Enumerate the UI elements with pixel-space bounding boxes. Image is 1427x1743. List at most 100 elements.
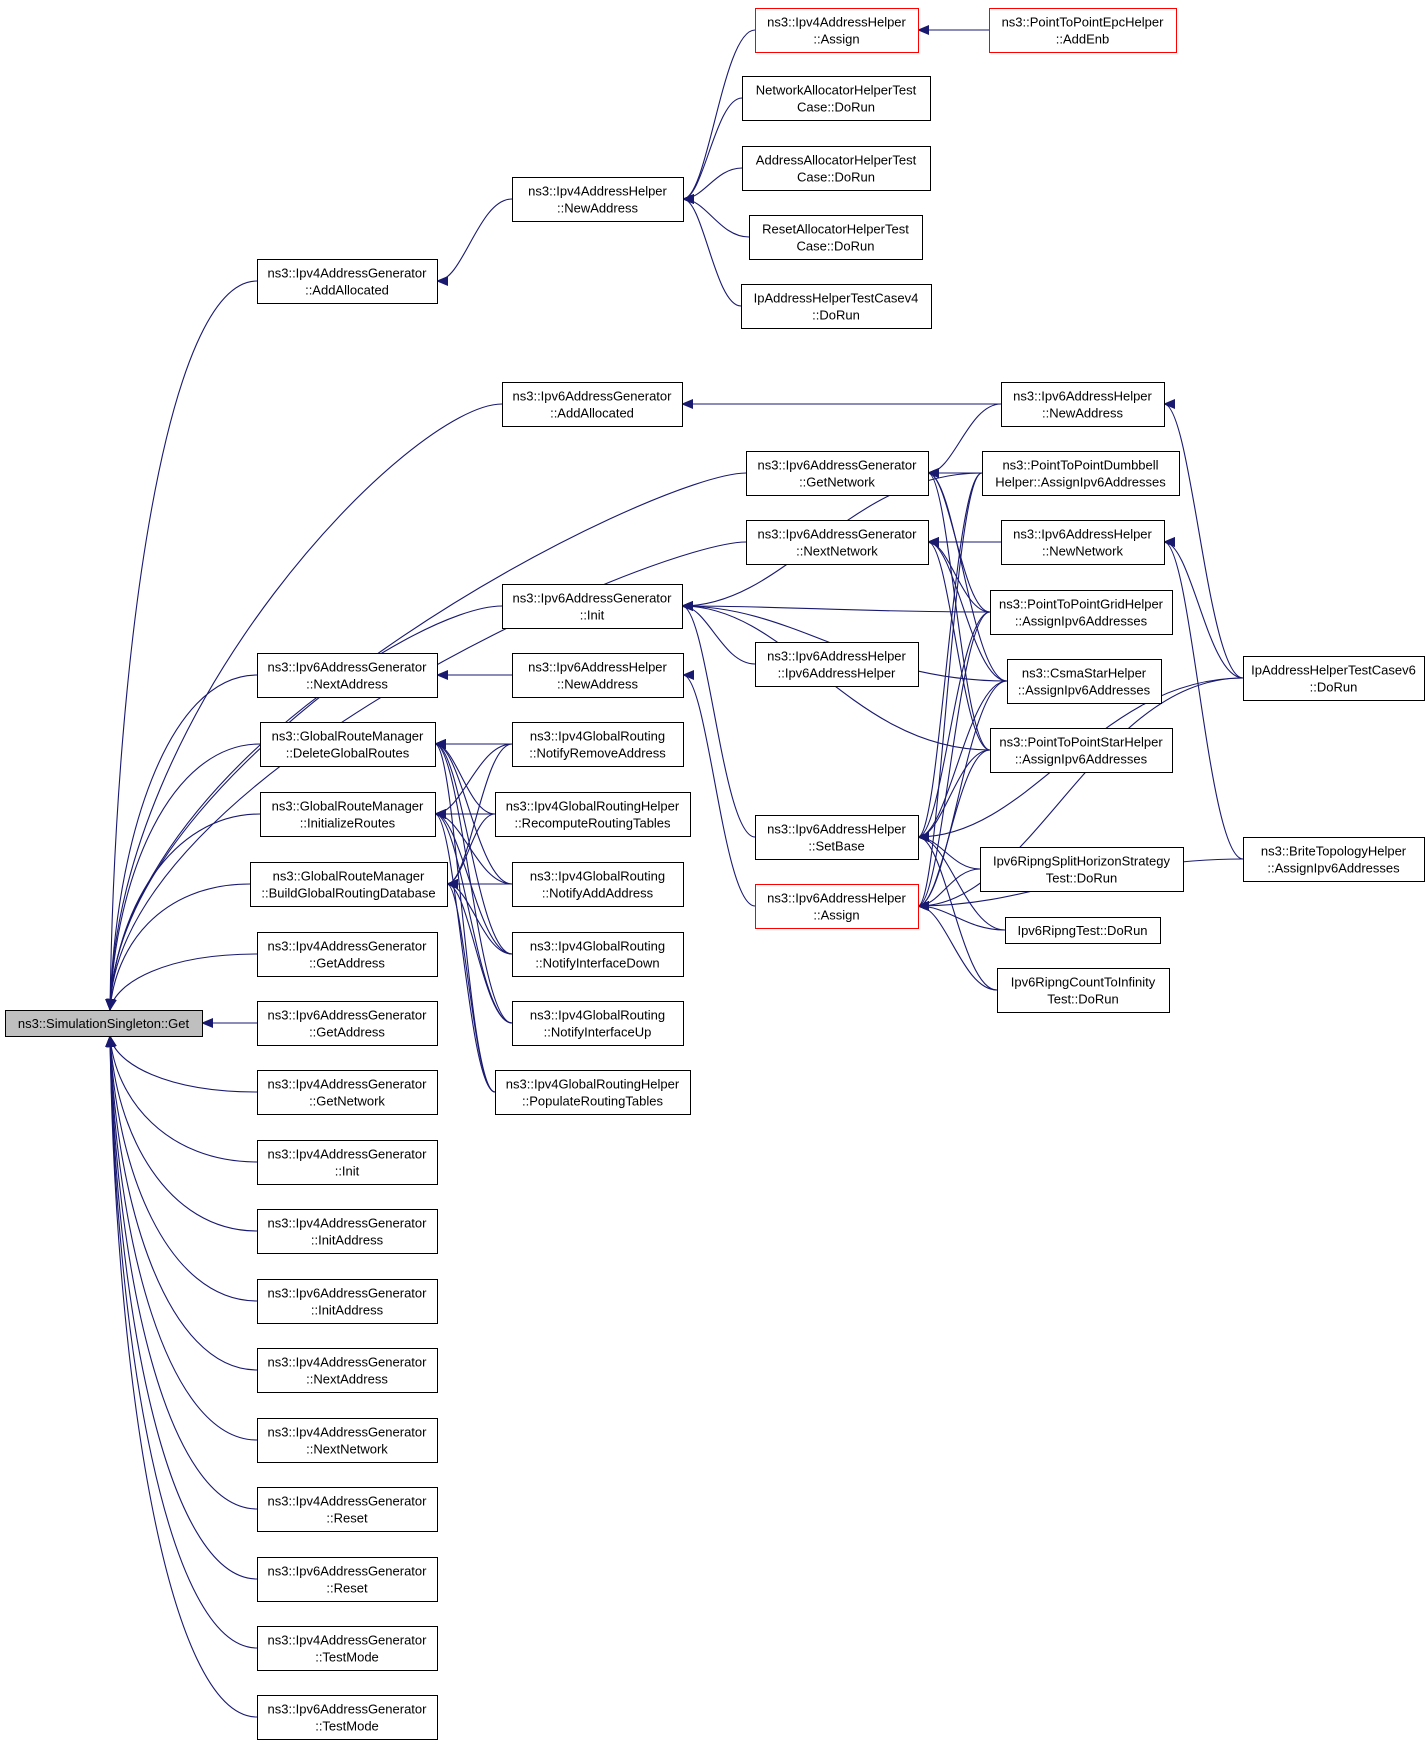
node-v4gr-ifdown[interactable]: ns3::Ipv4GlobalRouting::NotifyInterfaceD…	[512, 932, 684, 977]
node-label-line: ::NewNetwork	[1042, 544, 1123, 559]
node-box	[989, 8, 1177, 53]
node-ipaddr-v4[interactable]: IpAddressHelperTestCasev4::DoRun	[741, 284, 932, 329]
node-label-line: ::NextNetwork	[306, 1442, 388, 1457]
node-label-line: ns3::PointToPointDumbbell	[1002, 458, 1158, 473]
node-v4gen-getaddr[interactable]: ns3::Ipv4AddressGenerator::GetAddress	[257, 932, 438, 977]
node-v6helper-ctor[interactable]: ns3::Ipv6AddressHelper::Ipv6AddressHelpe…	[755, 642, 919, 687]
node-v6gen-testmode[interactable]: ns3::Ipv6AddressGenerator::TestMode	[257, 1695, 438, 1740]
node-csmastar[interactable]: ns3::CsmaStarHelper::AssignIpv6Addresses	[1007, 659, 1162, 704]
edge-v4gen-testmode-to-get	[105, 1035, 258, 1649]
node-v4grh-recompute[interactable]: ns3::Ipv4GlobalRoutingHelper::RecomputeR…	[495, 792, 691, 837]
node-label-line: ::InitializeRoutes	[300, 816, 396, 831]
node-ipaddr-v6[interactable]: IpAddressHelperTestCasev6::DoRun	[1243, 656, 1425, 701]
edge-p2pgrid-to-v6helper-assign	[917, 611, 991, 911]
edge-v6gen-addalloc-to-get	[105, 403, 503, 1011]
node-v4gr-notifyadd[interactable]: ns3::Ipv4GlobalRouting::NotifyAddAddress	[512, 862, 684, 907]
edge-v6gen-initaddr-to-get	[105, 1035, 258, 1302]
node-label-line: ns3::PointToPointEpcHelper	[1002, 15, 1165, 30]
node-p2pepc-addenb[interactable]: ns3::PointToPointEpcHelper::AddEnb	[989, 8, 1177, 53]
node-label-line: ns3::Ipv6AddressGenerator	[513, 591, 673, 606]
node-v6gen-addalloc[interactable]: ns3::Ipv6AddressGenerator::AddAllocated	[502, 382, 683, 427]
node-box	[1243, 656, 1425, 701]
node-v4gr-ifup[interactable]: ns3::Ipv4GlobalRouting::NotifyInterfaceU…	[512, 1001, 684, 1046]
node-v6helper-assign[interactable]: ns3::Ipv6AddressHelper::Assign	[755, 884, 919, 929]
node-v6helper-setbase[interactable]: ns3::Ipv6AddressHelper::SetBase	[755, 815, 919, 860]
edge-v4gen-reset-to-get	[105, 1035, 258, 1510]
node-v6gen-init[interactable]: ns3::Ipv6AddressGenerator::Init	[502, 584, 683, 629]
node-brite[interactable]: ns3::BriteTopologyHelper::AssignIpv6Addr…	[1243, 837, 1425, 882]
edge-v4gen-initaddr-to-get	[105, 1035, 258, 1232]
edge-p2pgrid-to-v6helper-setbase	[917, 611, 991, 842]
node-label-line: ::TestMode	[315, 1719, 379, 1734]
node-box	[1001, 382, 1165, 427]
node-v4gen-nextaddr[interactable]: ns3::Ipv4AddressGenerator::NextAddress	[257, 1348, 438, 1393]
node-v6gen-nextnet[interactable]: ns3::Ipv6AddressGenerator::NextNetwork	[746, 520, 929, 565]
node-grm-init[interactable]: ns3::GlobalRouteManager::InitializeRoute…	[260, 792, 436, 837]
node-v6helper-newaddr-mid[interactable]: ns3::Ipv6AddressHelper::NewAddress	[512, 653, 684, 698]
node-get[interactable]: ns3::SimulationSingleton::Get	[5, 1010, 203, 1037]
node-v4gen-reset[interactable]: ns3::Ipv4AddressGenerator::Reset	[257, 1487, 438, 1532]
node-box	[746, 520, 929, 565]
node-v4gen-init[interactable]: ns3::Ipv4AddressGenerator::Init	[257, 1140, 438, 1185]
node-p2pdumbbell[interactable]: ns3::PointToPointDumbbellHelper::AssignI…	[982, 451, 1180, 496]
node-v6gen-reset[interactable]: ns3::Ipv6AddressGenerator::Reset	[257, 1557, 438, 1602]
node-v6gen-nextaddr[interactable]: ns3::Ipv6AddressGenerator::NextAddress	[257, 653, 438, 698]
node-v4gen-addalloc[interactable]: ns3::Ipv4AddressGenerator::AddAllocated	[257, 259, 438, 304]
edge-v6gen-testmode-to-get	[105, 1035, 258, 1718]
edge-p2pdumbbell-to-v6helper-setbase	[917, 472, 983, 842]
node-label-line: ::TestMode	[315, 1650, 379, 1665]
node-v4gen-testmode[interactable]: ns3::Ipv4AddressGenerator::TestMode	[257, 1626, 438, 1671]
node-label-line: ns3::Ipv6AddressGenerator	[268, 1008, 428, 1023]
node-label-line: ns3::Ipv4GlobalRouting	[530, 1008, 665, 1023]
node-v4gen-initaddr[interactable]: ns3::Ipv4AddressGenerator::InitAddress	[257, 1209, 438, 1254]
node-v6gen-initaddr[interactable]: ns3::Ipv6AddressGenerator::InitAddress	[257, 1279, 438, 1324]
node-v6gen-getnet[interactable]: ns3::Ipv6AddressGenerator::GetNetwork	[746, 451, 929, 496]
node-p2pgrid[interactable]: ns3::PointToPointGridHelper::AssignIpv6A…	[990, 590, 1173, 635]
node-box	[257, 1557, 438, 1602]
node-label-line: ns3::Ipv4GlobalRouting	[530, 939, 665, 954]
node-box	[512, 932, 684, 977]
node-label-line: ns3::Ipv6AddressHelper	[1013, 389, 1152, 404]
node-label-line: ::NextNetwork	[796, 544, 878, 559]
node-label-line: Case::DoRun	[797, 170, 875, 185]
node-box	[257, 1695, 438, 1740]
node-v4helper-assign[interactable]: ns3::Ipv4AddressHelper::Assign	[755, 8, 919, 53]
node-v6gen-getaddr[interactable]: ns3::Ipv6AddressGenerator::GetAddress	[257, 1001, 438, 1046]
node-label-line: Ipv6RipngSplitHorizonStrategy	[993, 854, 1171, 869]
node-grm-delete[interactable]: ns3::GlobalRouteManager::DeleteGlobalRou…	[260, 722, 436, 767]
node-label-line: ::AssignIpv6Addresses	[1015, 752, 1148, 767]
node-v4gen-getnet[interactable]: ns3::Ipv4AddressGenerator::GetNetwork	[257, 1070, 438, 1115]
node-v4grh-populate[interactable]: ns3::Ipv4GlobalRoutingHelper::PopulateRo…	[495, 1070, 691, 1115]
node-v6helper-newnet[interactable]: ns3::Ipv6AddressHelper::NewNetwork	[1001, 520, 1165, 565]
node-box	[755, 8, 919, 53]
node-v4gr-notifyremove[interactable]: ns3::Ipv4GlobalRouting::NotifyRemoveAddr…	[512, 722, 684, 767]
node-label-line: ::InitAddress	[311, 1303, 384, 1318]
node-v6helper-newaddr[interactable]: ns3::Ipv6AddressHelper::NewAddress	[1001, 382, 1165, 427]
node-label-line: ::NewAddress	[557, 677, 638, 692]
edge-p2pdumbbell-to-v6helper-assign	[917, 472, 983, 911]
node-grm-build[interactable]: ns3::GlobalRouteManager::BuildGlobalRout…	[250, 862, 448, 907]
edge-ipaddr-v6-to-v6helper-newaddr	[1163, 399, 1244, 679]
node-box	[257, 259, 438, 304]
node-label-line: ::NotifyInterfaceDown	[535, 956, 659, 971]
edge-v6helper-assign-to-v6helper-newaddr-mid	[682, 670, 756, 907]
node-box	[512, 1001, 684, 1046]
node-v4helper-newaddr[interactable]: ns3::Ipv4AddressHelper::NewAddress	[512, 177, 684, 222]
node-label-line: ::SetBase	[808, 839, 864, 854]
edge-v4gr-ifup-to-grm-init	[434, 809, 513, 1024]
node-label-line: ::RecomputeRoutingTables	[514, 816, 671, 831]
node-v4gen-nextnet[interactable]: ns3::Ipv4AddressGenerator::NextNetwork	[257, 1418, 438, 1463]
node-label-line: ::NextAddress	[306, 1372, 388, 1387]
node-label-line: ::Assign	[813, 32, 859, 47]
node-p2pstar[interactable]: ns3::PointToPointStarHelper::AssignIpv6A…	[990, 728, 1173, 773]
node-box	[257, 1487, 438, 1532]
node-label-line: ns3::PointToPointStarHelper	[999, 735, 1163, 750]
edge-brite-to-v6helper-newnet	[1163, 537, 1244, 860]
node-label-line: ::DoRun	[812, 308, 860, 323]
node-ripng-test[interactable]: Ipv6RipngTest::DoRun	[1005, 917, 1161, 944]
